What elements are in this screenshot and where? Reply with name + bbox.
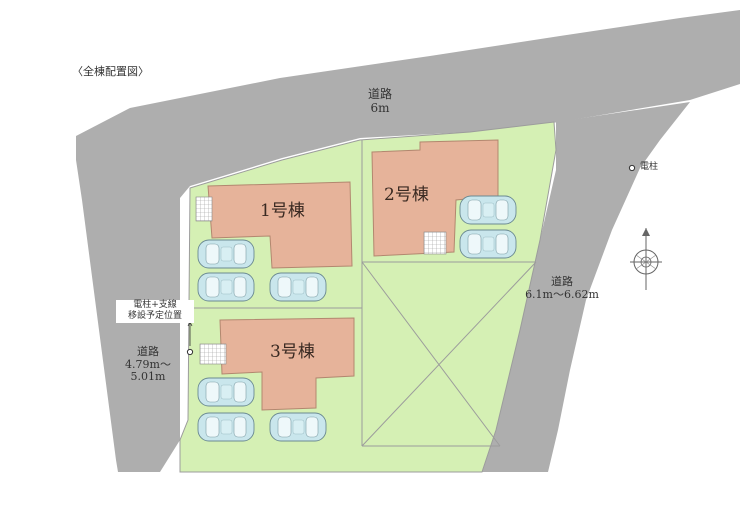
car-icon [459, 229, 517, 259]
road-left-width-line1: 4.79m〜 [125, 357, 171, 371]
road-right [482, 102, 690, 472]
north-compass-icon [630, 228, 662, 290]
house-1-label: 1号棟 [260, 201, 305, 221]
car-icon [459, 195, 517, 225]
road-left-width-line2: 5.01m [130, 370, 166, 384]
road-top-label: 道路 6m [340, 87, 420, 116]
house-3-footprint [219, 317, 355, 411]
road-left-name: 道路 [137, 345, 159, 358]
entrance-tile-icon [199, 343, 227, 365]
entrance-tile-icon [195, 196, 213, 222]
private-road [361, 261, 537, 447]
car-icon [269, 272, 327, 302]
house-2-label: 2号棟 [384, 185, 429, 205]
road-top [76, 10, 740, 472]
pole-relocation-note: 電柱+支線 移設予定位置 [116, 300, 194, 323]
road-top-name: 道路 [367, 87, 392, 101]
pole-relocation-line1: 電柱+支線 [133, 300, 177, 310]
car-icon [269, 412, 327, 442]
car-icon [197, 272, 255, 302]
road-top-width: 6m [370, 100, 390, 115]
entrance-tile-icon [423, 231, 447, 255]
pole-marker-left [186, 348, 194, 356]
road-right-width: 6.1m〜6.62m [525, 287, 599, 301]
pole-marker-right [628, 164, 636, 172]
pole-relocation-line2: 移設予定位置 [127, 311, 182, 322]
road-right-label: 道路 6.1m〜6.62m [512, 275, 612, 301]
road-left-label: 道路 4.79m〜 5.01m [108, 345, 188, 384]
road-right-name: 道路 [551, 275, 573, 288]
car-icon [197, 239, 255, 269]
plan-caption: 〈全棟配置図〉 [72, 65, 149, 78]
car-icon [197, 412, 255, 442]
house-3-label: 3号棟 [270, 342, 315, 362]
car-icon [197, 377, 255, 407]
utility-pole-label: 電柱 [640, 162, 659, 172]
house-1-footprint [207, 181, 353, 269]
